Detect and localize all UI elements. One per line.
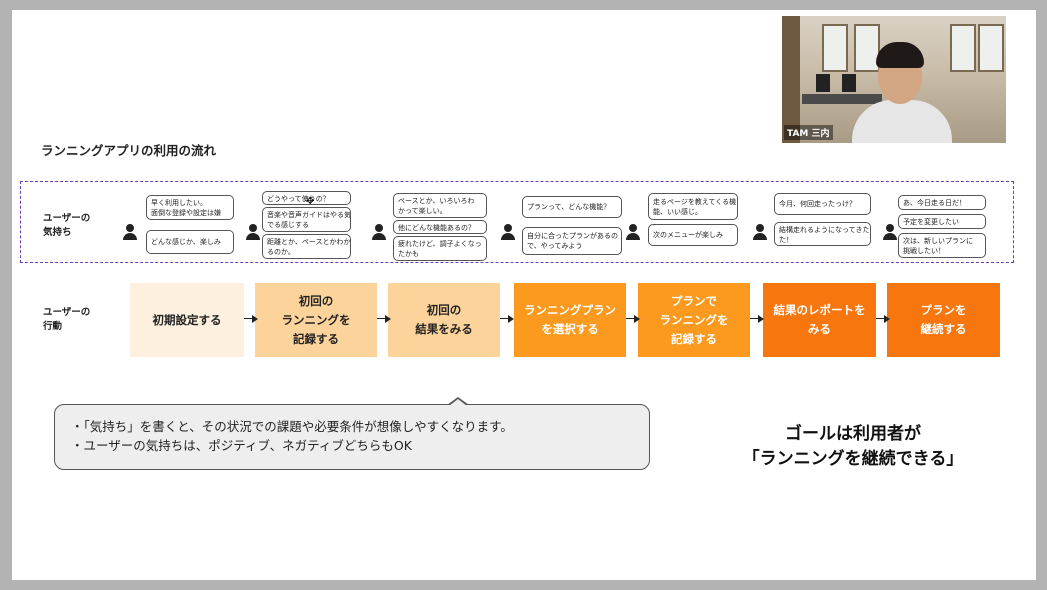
feeling-bubble: 次は、新しいプランに挑戦したい！	[898, 233, 986, 258]
video-bg-window	[854, 24, 880, 72]
arrow-right-icon	[377, 314, 391, 324]
participant-name: TAM 三内	[784, 125, 833, 140]
goal-statement: ゴールは利用者が 「ランニングを継続できる」	[728, 422, 978, 472]
user-icon	[371, 224, 387, 240]
arrow-right-icon	[626, 314, 640, 324]
step-select-plan: ランニングプラン を選択する	[514, 283, 626, 357]
arrow-right-icon	[876, 314, 890, 324]
user-icon	[122, 224, 138, 240]
feeling-bubble: 今月、何回走ったっけ？	[774, 193, 871, 215]
goal-line: 「ランニングを継続できる」	[742, 449, 964, 469]
note-line: ・「気持ち」を書くと、その状況での課題や必要条件が想像しやすくなります。	[71, 419, 513, 434]
step-view-report: 結果のレポートを みる	[763, 283, 876, 357]
video-bg-window	[978, 24, 1004, 72]
feeling-bubble: プランって、どんな機能？	[522, 196, 622, 218]
arrow-right-icon	[750, 314, 764, 324]
video-bg-window	[950, 24, 976, 72]
user-icon	[500, 224, 516, 240]
note-line: ・ユーザーの気持ちは、ポジティブ、ネガティブどちらもOK	[71, 438, 412, 453]
video-person-hair	[876, 42, 924, 68]
notes-callout: ・「気持ち」を書くと、その状況での課題や必要条件が想像しやすくなります。 ・ユー…	[54, 404, 650, 470]
feeling-bubble: 予定を変更したい	[898, 214, 986, 229]
feeling-bubble: 結構走れるようになってきたた！	[774, 222, 871, 246]
video-bg-window	[822, 24, 848, 72]
arrow-right-icon	[500, 314, 514, 324]
feelings-row-label: ユーザーの 気持ち	[43, 213, 91, 238]
user-icon	[625, 224, 641, 240]
arrow-right-icon	[244, 314, 258, 324]
video-bg-monitor	[842, 74, 856, 92]
feeling-bubble: 他にどんな機能あるの？	[393, 220, 487, 234]
feeling-bubble: ペースとか、いろいろわかって楽しい。	[393, 193, 487, 218]
user-icon	[245, 224, 261, 240]
user-icon	[752, 224, 768, 240]
move-cursor-icon: ✥	[306, 196, 315, 207]
feeling-bubble: どうやって使うの？	[262, 191, 351, 205]
video-bg-monitor	[816, 74, 830, 92]
step-continue-plan: プランを 継続する	[887, 283, 1000, 357]
slide-title: ランニングアプリの利用の流れ	[41, 143, 217, 158]
step-first-run-record: 初回の ランニングを 記録する	[255, 283, 377, 357]
feeling-bubble: 距離とか、ペースとかわかるのか。	[262, 234, 351, 259]
video-bg-desk	[802, 94, 882, 104]
actions-row-label: ユーザーの 行動	[43, 307, 91, 332]
feeling-bubble: 自分に合ったプランがあるので、やってみよう	[522, 227, 622, 255]
step-plan-record: プランで ランニングを 記録する	[638, 283, 750, 357]
feeling-bubble: 走るページを教えてくる機能、いい感じ。	[648, 193, 738, 220]
user-icon	[882, 224, 898, 240]
feeling-bubble: 次のメニューが楽しみ	[648, 224, 738, 246]
step-initial-setup: 初期設定する	[130, 283, 244, 357]
video-person-body	[852, 100, 952, 143]
step-first-results: 初回の 結果をみる	[388, 283, 500, 357]
feeling-bubble: 音楽や音声ガイドはやる気でる感じする	[262, 207, 351, 232]
feeling-bubble: どんな感じか、楽しみ	[146, 230, 234, 254]
goal-line: ゴールは利用者が	[785, 424, 921, 444]
feeling-bubble: 疲れたけど、調子よくなったかも	[393, 236, 487, 261]
video-bg-shelf	[782, 16, 800, 143]
notes-callout-tip-fill	[449, 399, 467, 406]
feelings-box	[20, 181, 1014, 263]
video-thumbnail[interactable]: TAM 三内	[782, 16, 1006, 143]
feeling-bubble: 早く利用したい。面倒な登録や設定は嫌	[146, 195, 234, 220]
feeling-bubble: あ、今日走る日だ！	[898, 195, 986, 210]
